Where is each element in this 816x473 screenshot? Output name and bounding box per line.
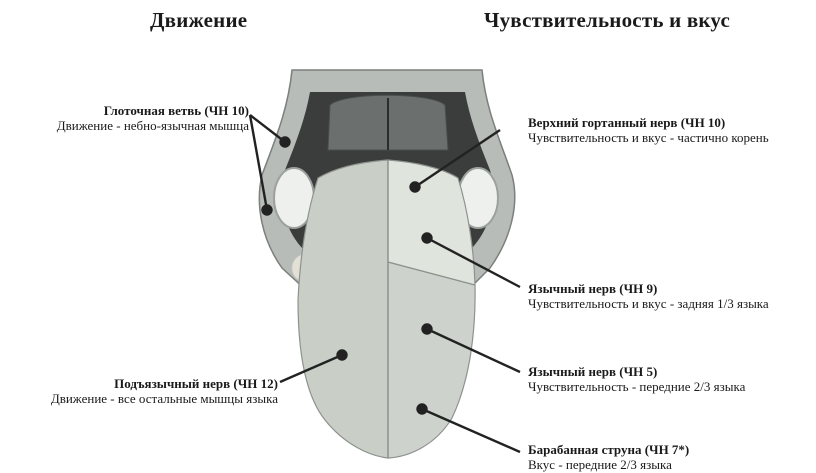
label-superior-laryngeal-nerve: Верхний гортанный нерв (ЧН 10) Чувствите… bbox=[528, 115, 769, 145]
heading-movement: Движение bbox=[150, 8, 247, 33]
chorda-tympani-title: Барабанная струна (ЧН 7*) bbox=[528, 442, 689, 457]
lingual-5-desc: Чувствительность - передние 2/3 языка bbox=[528, 379, 745, 394]
lingual-5-title: Язычный нерв (ЧН 5) bbox=[528, 364, 745, 379]
superior-laryngeal-desc: Чувствительность и вкус - частично корен… bbox=[528, 130, 769, 145]
label-lingual-nerve-5: Язычный нерв (ЧН 5) Чувствительность - п… bbox=[528, 364, 745, 394]
pharyngeal-title: Глоточная ветвь (ЧН 10) bbox=[57, 103, 249, 118]
lingual-9-title: Язычный нерв (ЧН 9) bbox=[528, 281, 769, 296]
hypoglossal-desc: Движение - все остальные мышцы языка bbox=[51, 391, 278, 406]
label-lingual-nerve-9: Язычный нерв (ЧН 9) Чувствительность и в… bbox=[528, 281, 769, 311]
lingual-9-desc: Чувствительность и вкус - задняя 1/3 язы… bbox=[528, 296, 769, 311]
label-chorda-tympani: Барабанная струна (ЧН 7*) Вкус - передни… bbox=[528, 442, 689, 472]
heading-sensation-taste: Чувствительность и вкус bbox=[484, 8, 730, 33]
hypoglossal-title: Подъязычный нерв (ЧН 12) bbox=[51, 376, 278, 391]
superior-laryngeal-title: Верхний гортанный нерв (ЧН 10) bbox=[528, 115, 769, 130]
label-pharyngeal-branch: Глоточная ветвь (ЧН 10) Движение - небно… bbox=[57, 103, 249, 133]
label-hypoglossal-nerve: Подъязычный нерв (ЧН 12) Движение - все … bbox=[51, 376, 278, 406]
tongue-left-half bbox=[298, 160, 388, 458]
pharyngeal-desc: Движение - небно-язычная мышца bbox=[57, 118, 249, 133]
chorda-tympani-desc: Вкус - передние 2/3 языка bbox=[528, 457, 689, 472]
tongue-right-front bbox=[388, 262, 475, 458]
